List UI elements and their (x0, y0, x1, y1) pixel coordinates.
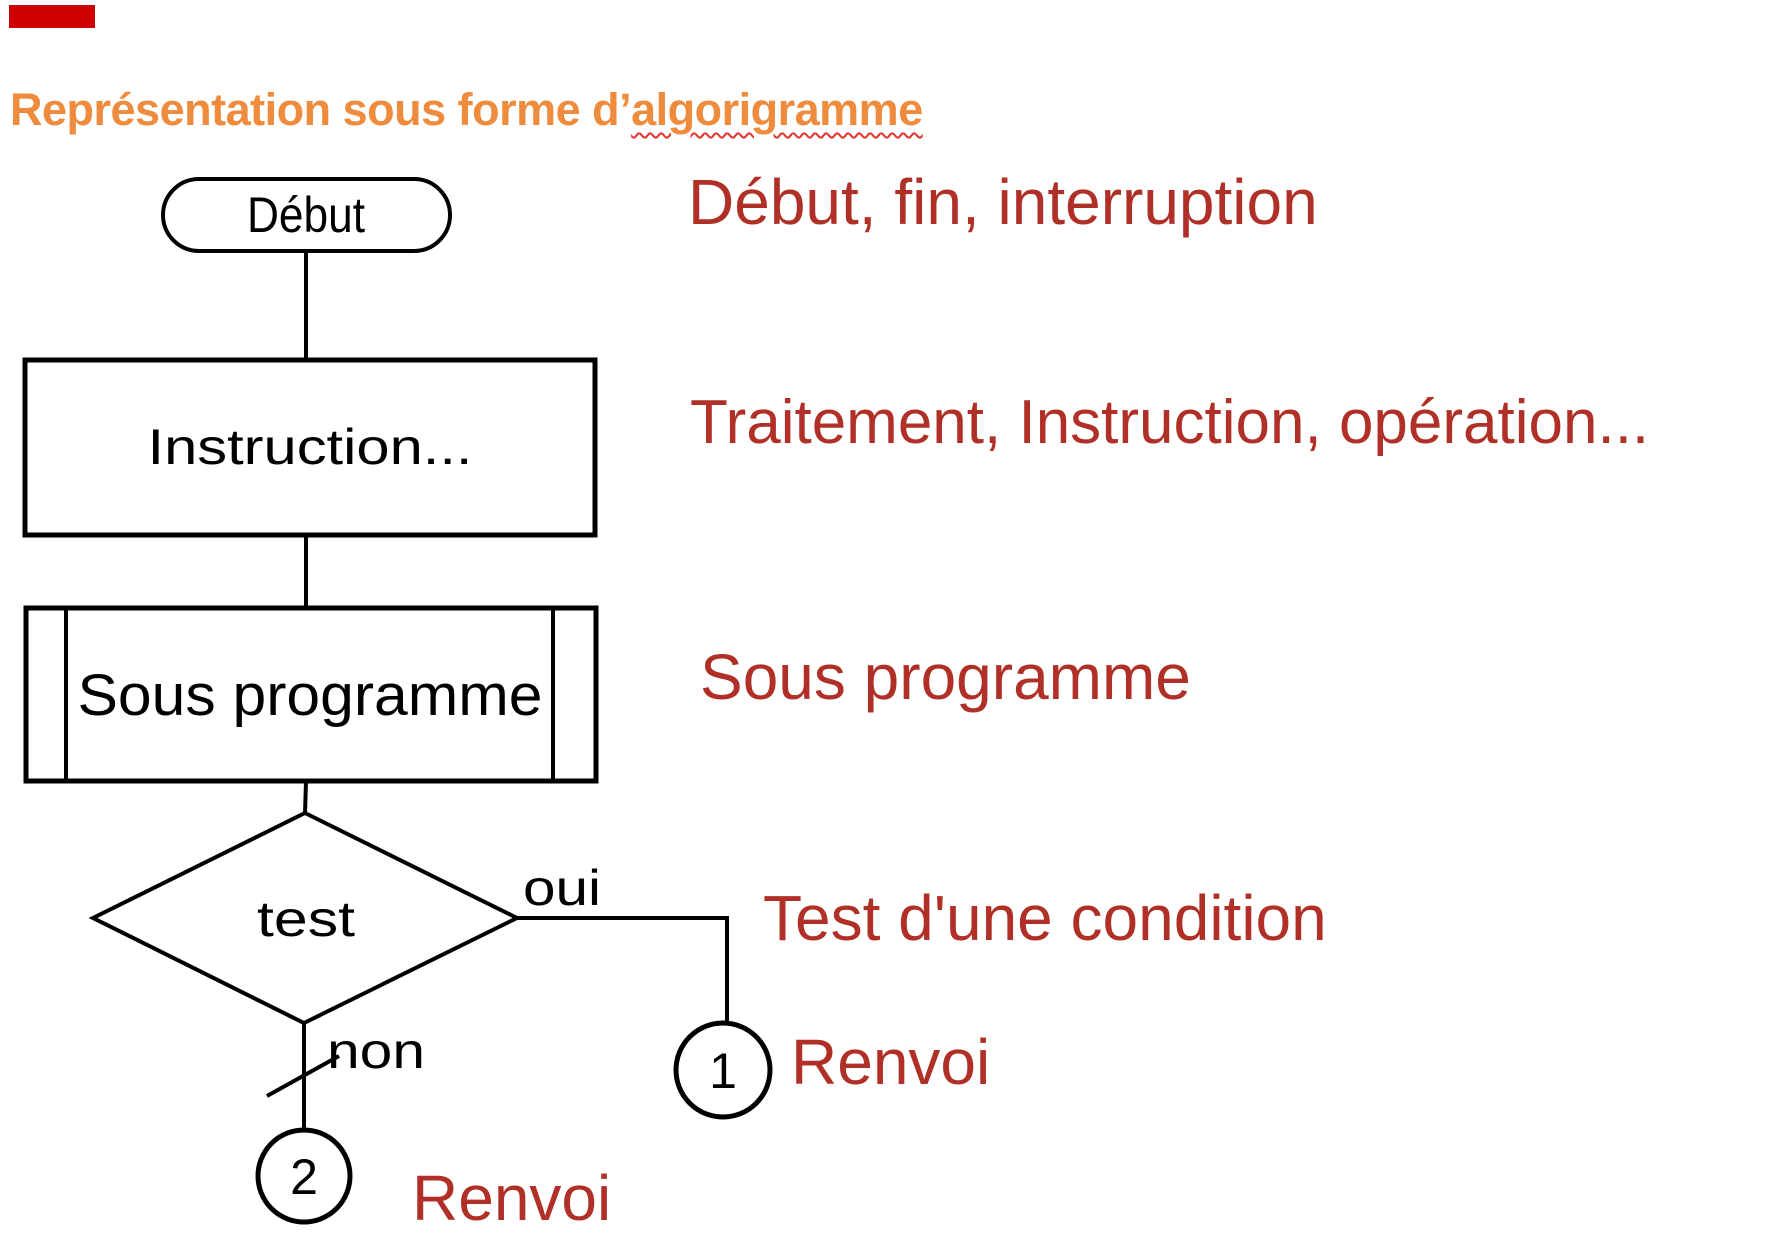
legend-connector-2: Renvoi (412, 1162, 612, 1234)
legend-connector-1: Renvoi (791, 1026, 991, 1098)
connector-circle-2 (255, 1127, 353, 1225)
process-label: Instruction... (148, 419, 473, 475)
no-branch-slash-mark (266, 1054, 340, 1098)
subroutine-box (23, 605, 599, 784)
connector-1-number: 1 (709, 1043, 737, 1099)
legend-process: Traitement, Instruction, opération... (690, 388, 1650, 457)
subroutine-label: Sous programme (78, 663, 543, 728)
process-box (22, 357, 598, 538)
legend-terminator: Début, fin, interruption (688, 166, 1318, 238)
title-misspelled-word: algorigramme (631, 84, 923, 135)
connector-circle-1 (673, 1020, 773, 1120)
yes-branch-line (517, 916, 729, 1023)
legend-subroutine: Sous programme (700, 641, 1191, 713)
connector-2-number: 2 (290, 1149, 318, 1205)
title-text: Représentation sous forme d’ (10, 84, 632, 135)
legend-decision: Test d'une condition (763, 882, 1327, 954)
page-title: Représentation sous forme d’algorigramme (10, 84, 923, 136)
red-flag (9, 5, 95, 28)
decision-label: test (257, 891, 355, 947)
no-branch-label: non (327, 1023, 425, 1079)
yes-branch-label: oui (523, 860, 601, 916)
decision-diamond (88, 810, 522, 1026)
start-label: Début (247, 187, 365, 243)
start-terminator-shape (161, 177, 452, 253)
flow-line-subroutine-to-decision (303, 780, 308, 814)
